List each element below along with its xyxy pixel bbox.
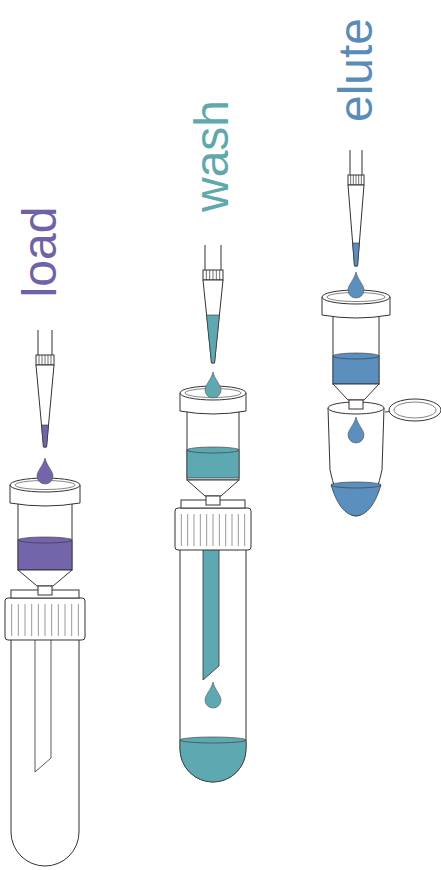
wash-step xyxy=(175,245,251,782)
microcentrifuge-tube xyxy=(328,399,441,516)
drop xyxy=(205,372,221,398)
drop xyxy=(348,272,364,298)
pipette-tip xyxy=(203,245,223,363)
step-label: wash xyxy=(188,100,236,212)
spin-column xyxy=(10,478,80,595)
step-label: elute xyxy=(332,18,380,122)
elute-step xyxy=(322,150,441,516)
pipette-tip xyxy=(348,150,364,266)
step-label: load xyxy=(16,207,64,298)
drop xyxy=(37,458,53,484)
drop xyxy=(205,682,221,708)
drop xyxy=(348,417,364,443)
load-step xyxy=(5,330,85,866)
spin-column xyxy=(322,290,390,409)
collection-tube xyxy=(175,500,251,782)
collection-tube xyxy=(5,590,85,866)
spin-column xyxy=(180,386,246,505)
pipette-tip xyxy=(36,330,54,447)
